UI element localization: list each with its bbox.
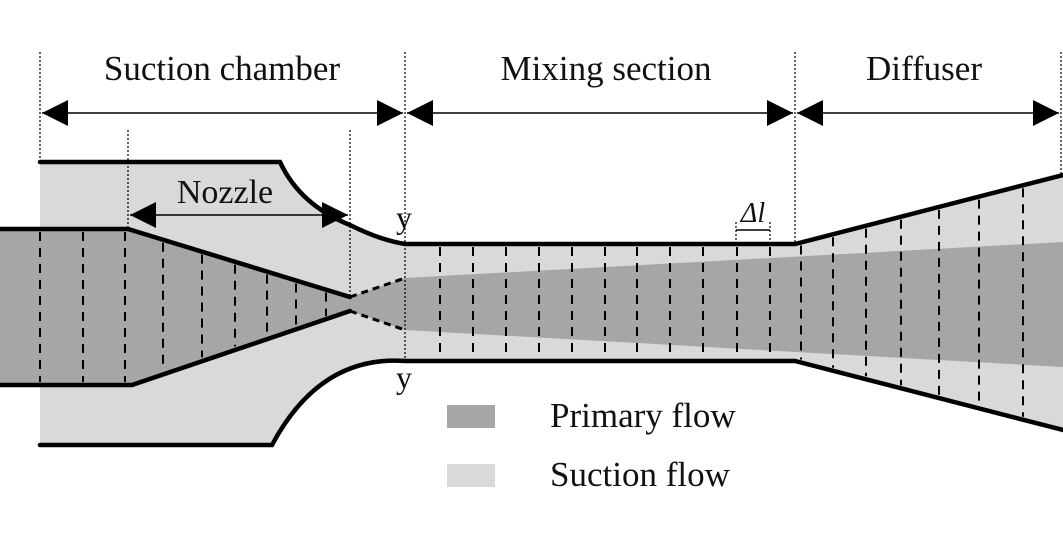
legend-swatch-suction bbox=[447, 464, 495, 487]
legend-label-suction: Suction flow bbox=[550, 455, 731, 494]
control-volume-dashes bbox=[39, 188, 1024, 417]
mixing-section-label: Mixing section bbox=[501, 49, 712, 88]
diffuser-label: Diffuser bbox=[866, 49, 982, 88]
primary-nozzle-fill bbox=[0, 229, 350, 385]
section-guides bbox=[39, 52, 1062, 362]
jet-boundary-bottom bbox=[349, 309, 406, 332]
plane-y-bottom-label: y bbox=[396, 359, 412, 395]
primary-jet-fill bbox=[350, 242, 1063, 367]
legend-label-primary: Primary flow bbox=[550, 396, 736, 435]
suction-chamber-top-wall bbox=[37, 159, 1063, 247]
nozzle-bottom-wall bbox=[0, 308, 353, 388]
legend: Primary flow Suction flow bbox=[447, 396, 736, 494]
suction-chamber-label: Suction chamber bbox=[104, 49, 341, 88]
plane-y-top-label: y bbox=[396, 199, 412, 235]
jet-boundary-top bbox=[349, 276, 406, 299]
legend-swatch-primary bbox=[447, 405, 495, 428]
delta-l-label: Δl bbox=[740, 198, 765, 229]
suction-chamber-bottom-wall bbox=[37, 358, 1063, 448]
nozzle-top-wall bbox=[0, 226, 353, 300]
nozzle-label: Nozzle bbox=[177, 174, 273, 211]
